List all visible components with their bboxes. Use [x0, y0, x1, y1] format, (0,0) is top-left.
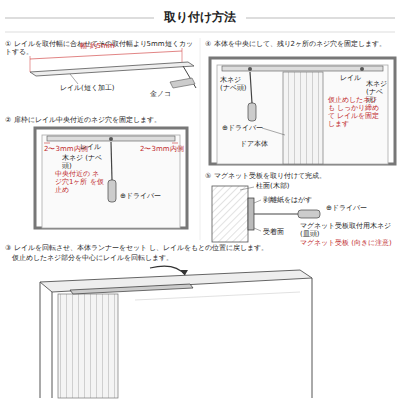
part-name: ドア本体 — [240, 140, 280, 148]
step-text: ⑤ マグネット受板を取り付けて完成。 — [205, 172, 397, 180]
step-text: ④ 本体を中央にして、残り2ヶ所のネジ穴を固定します。 — [205, 40, 397, 48]
part-name: ⊕ドライバー — [222, 124, 277, 132]
part-name: 金ノコ — [150, 90, 190, 98]
part-name: 木ネジ (ナベ頭) — [62, 154, 107, 170]
part-name: ⊕ドライバー — [326, 204, 386, 212]
step-text: ② 扉枠にレイル中央付近のネジ穴を固定します。 — [5, 116, 197, 124]
part-name: 剥離紙をはがす — [263, 196, 321, 204]
dimension: 幅-約5mm — [80, 42, 160, 50]
title-band: 取り付け方法 — [0, 9, 400, 26]
part-name: マグネット受板取付用木ネジ (皿頭) — [300, 222, 396, 238]
part-name: 柱面(木部) — [256, 182, 306, 190]
part-name: 受着面 — [263, 228, 298, 236]
dimension: 2〜3mm内側 — [140, 145, 184, 153]
note: マグネット受板 (向きに注意) — [300, 239, 396, 247]
part-name: ⊕ドライバー — [120, 192, 175, 200]
step-text: 仮止めしたネジ部分を中心にレイルを回転します。 — [12, 254, 392, 262]
note: 仮止めしたネジ も しっかり締めて レイルを固定します — [328, 96, 383, 128]
part-name: レイル — [80, 143, 110, 151]
part-name: 木ネジ (ナベ頭) — [220, 76, 248, 92]
part-name: レイル(短く加工) — [60, 84, 140, 92]
title: 取り付け方法 — [154, 10, 246, 24]
note: 中央付近の ネジ穴1ヶ所 を仮止め — [55, 170, 105, 194]
